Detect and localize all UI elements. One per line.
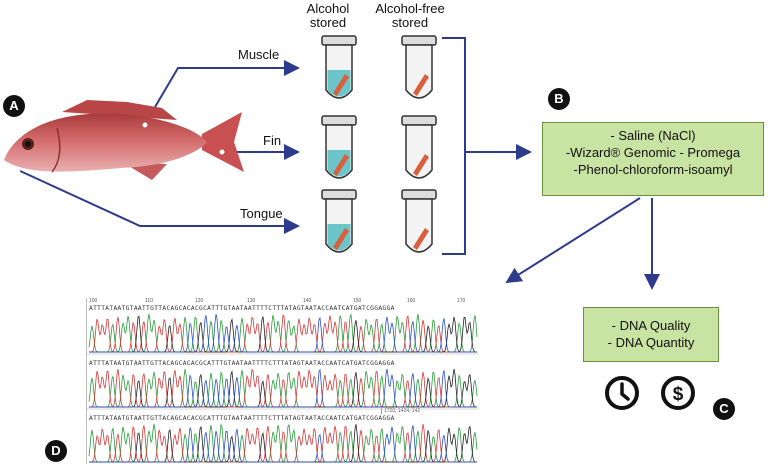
tick-label: 150: [353, 298, 362, 304]
clock-icon: [605, 376, 639, 410]
dna-quality: - DNA Quality: [611, 318, 691, 333]
panel-letter-c: C: [713, 398, 735, 420]
tissue-label-fin: Fin: [263, 133, 282, 148]
trace-a-track-1: [88, 313, 478, 353]
method-wizard: -Wizard® Genomic - Promega: [565, 145, 741, 160]
sequence-letters-track-3: ATTTATAATGTAATTGTTACAGCACACGCATTTGTAATAA…: [89, 415, 395, 422]
samples-bracket: [442, 37, 466, 255]
tick-label: 140: [303, 298, 312, 304]
evaluation-box: - DNA Quality - DNA Quantity: [583, 307, 719, 362]
tick-label: 170: [457, 298, 466, 304]
arrow-tongue: [17, 169, 300, 234]
tube-alcohol-tongue: [321, 189, 357, 253]
tissue-label-tongue: Tongue: [240, 206, 283, 221]
header-line: Alcohol-free: [375, 1, 445, 16]
chromatogram-traces: [87, 313, 479, 463]
tick-label: 120: [195, 298, 204, 304]
panel-letter-b: B: [548, 88, 570, 110]
sequence-letters-track-2: ATTTATAATGTAATTGTTACAGCACACGCATTTGTAATAA…: [89, 360, 395, 367]
alcohol-free-stored-header: Alcohol-free stored: [362, 2, 458, 30]
header-line: stored: [309, 15, 347, 30]
arrow-muscle: [144, 60, 300, 125]
tick-label: 130: [247, 298, 256, 304]
tube-alcohol-muscle: [321, 35, 357, 99]
sequence-chromatogram: 100 110 120 130 140 150 160 170 ATTTATAA…: [86, 298, 479, 464]
tick-label: 160: [407, 298, 416, 304]
sample-tubes: [321, 35, 437, 253]
dollar-icon: $: [661, 376, 695, 410]
svg-text:$: $: [673, 384, 684, 405]
method-phenol: -Phenol-chloroform-isoamyl: [573, 162, 733, 177]
header-line: stored: [391, 15, 429, 30]
header-line: Alcohol: [306, 1, 350, 16]
tick-label: 110: [145, 298, 153, 304]
tissue-label-muscle: Muscle: [238, 47, 280, 62]
trace-c-track-1: [89, 314, 477, 353]
tube-alcohol-free-muscle: [401, 35, 437, 99]
method-saline: - Saline (NaCl): [610, 128, 696, 143]
trace-c-track-3: [89, 425, 477, 463]
trace-c-track-2: [89, 368, 477, 408]
tube-alcohol-fin: [321, 115, 357, 179]
panel-letter-a: A: [3, 95, 25, 117]
panel-letter-d: D: [45, 440, 67, 462]
chromatogram-annotation: 1720, 1424, 142: [381, 408, 420, 414]
red-snapper-fish: [4, 100, 244, 180]
tube-alcohol-free-fin: [401, 115, 437, 179]
alcohol-stored-header: Alcohol stored: [290, 2, 366, 30]
extraction-methods-box: - Saline (NaCl) -Wizard® Genomic - Prome…: [542, 122, 764, 196]
sequence-letters-track-1: ATTTATAATGTAATTGTTACAGCACACGCATTTGTAATAA…: [89, 305, 395, 312]
tick-label: 100: [89, 298, 98, 304]
arrow-to-sequencing: [505, 197, 641, 284]
tube-alcohol-free-tongue: [401, 189, 437, 253]
dna-quantity: - DNA Quantity: [607, 335, 695, 350]
